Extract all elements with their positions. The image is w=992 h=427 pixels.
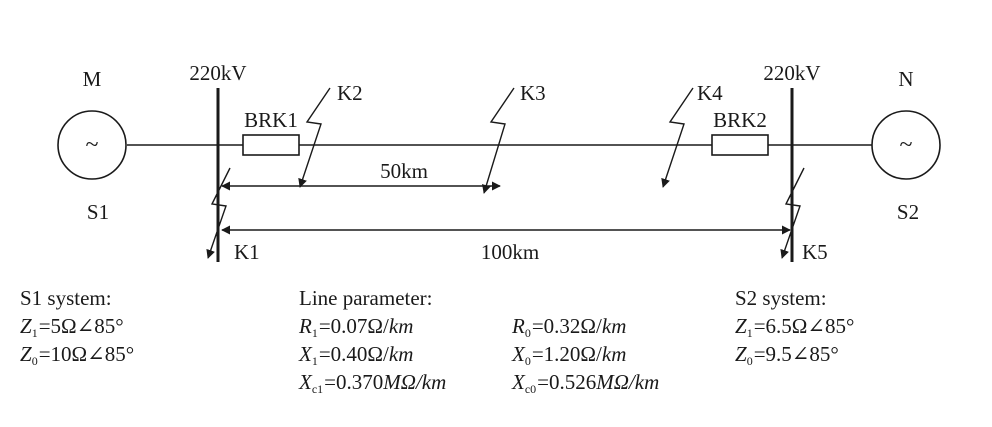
fault-k4-arrow xyxy=(661,87,694,188)
fault-k4-label: K4 xyxy=(697,81,723,105)
fault-k1-arrow xyxy=(206,167,231,259)
node-n-label: N xyxy=(898,67,913,91)
line-x1: X1=0.40Ω/km xyxy=(299,342,414,368)
generator-s1: ~ xyxy=(57,110,127,180)
fault-k3-arrow xyxy=(482,87,515,194)
line-parameter-title: Line parameter: xyxy=(299,286,433,310)
node-m-label: M xyxy=(83,67,102,91)
fault-k2-label: K2 xyxy=(337,81,363,105)
breaker-brk1-label: BRK1 xyxy=(244,108,298,132)
bus-left-voltage: 220kV xyxy=(189,61,246,85)
generator-s1-symbol: ~ xyxy=(86,132,99,158)
s1-z1: Z1=5Ω∠85° xyxy=(20,314,124,340)
generator-s2: ~ xyxy=(871,110,941,180)
line-parameters-right-column: R0=0.32Ω/km X0=1.20Ω/km Xc0=0.526MΩ/km xyxy=(512,312,659,396)
fault-k5-arrow xyxy=(780,167,805,259)
bus-right-voltage: 220kV xyxy=(763,61,820,85)
s1-system-title: S1 system: xyxy=(20,286,112,310)
source-s2-label: S2 xyxy=(897,200,919,224)
line-r1: R1=0.07Ω/km xyxy=(299,314,414,340)
fault-k2-arrow xyxy=(298,87,331,188)
s2-z1: Z1=6.5Ω∠85° xyxy=(735,314,855,340)
s2-system-title: S2 system: xyxy=(735,286,827,310)
fault-k3-label: K3 xyxy=(520,81,546,105)
s2-z0: Z0=9.5∠85° xyxy=(735,342,839,368)
generator-s2-symbol: ~ xyxy=(900,132,913,158)
s1-z0: Z0=10Ω∠85° xyxy=(20,342,135,368)
line-parameters-left-column: Line parameter: R1=0.07Ω/km X1=0.40Ω/km … xyxy=(299,284,446,396)
fault-k5-label: K5 xyxy=(802,240,828,264)
distance-long-label: 100km xyxy=(481,240,539,264)
breaker-brk1 xyxy=(242,134,300,156)
s1-system-parameters: S1 system: Z1=5Ω∠85° Z0=10Ω∠85° xyxy=(20,284,134,368)
distance-short-label: 50km xyxy=(380,159,428,183)
power-system-diagram: ~ ~ M N S1 S2 220kV 220kV BRK1 BRK2 K2 K… xyxy=(57,61,941,264)
fault-k1-label: K1 xyxy=(234,240,260,264)
breaker-brk2-label: BRK2 xyxy=(713,108,767,132)
line-r0: R0=0.32Ω/km xyxy=(512,314,627,340)
source-s1-label: S1 xyxy=(87,200,109,224)
line-x0: X0=1.20Ω/km xyxy=(512,342,627,368)
s2-system-parameters: S2 system: Z1=6.5Ω∠85° Z0=9.5∠85° xyxy=(735,284,854,368)
line-xc0: Xc0=0.526MΩ/km xyxy=(512,370,660,396)
breaker-brk2 xyxy=(711,134,769,156)
line-xc1: Xc1=0.370MΩ/km xyxy=(299,370,447,396)
